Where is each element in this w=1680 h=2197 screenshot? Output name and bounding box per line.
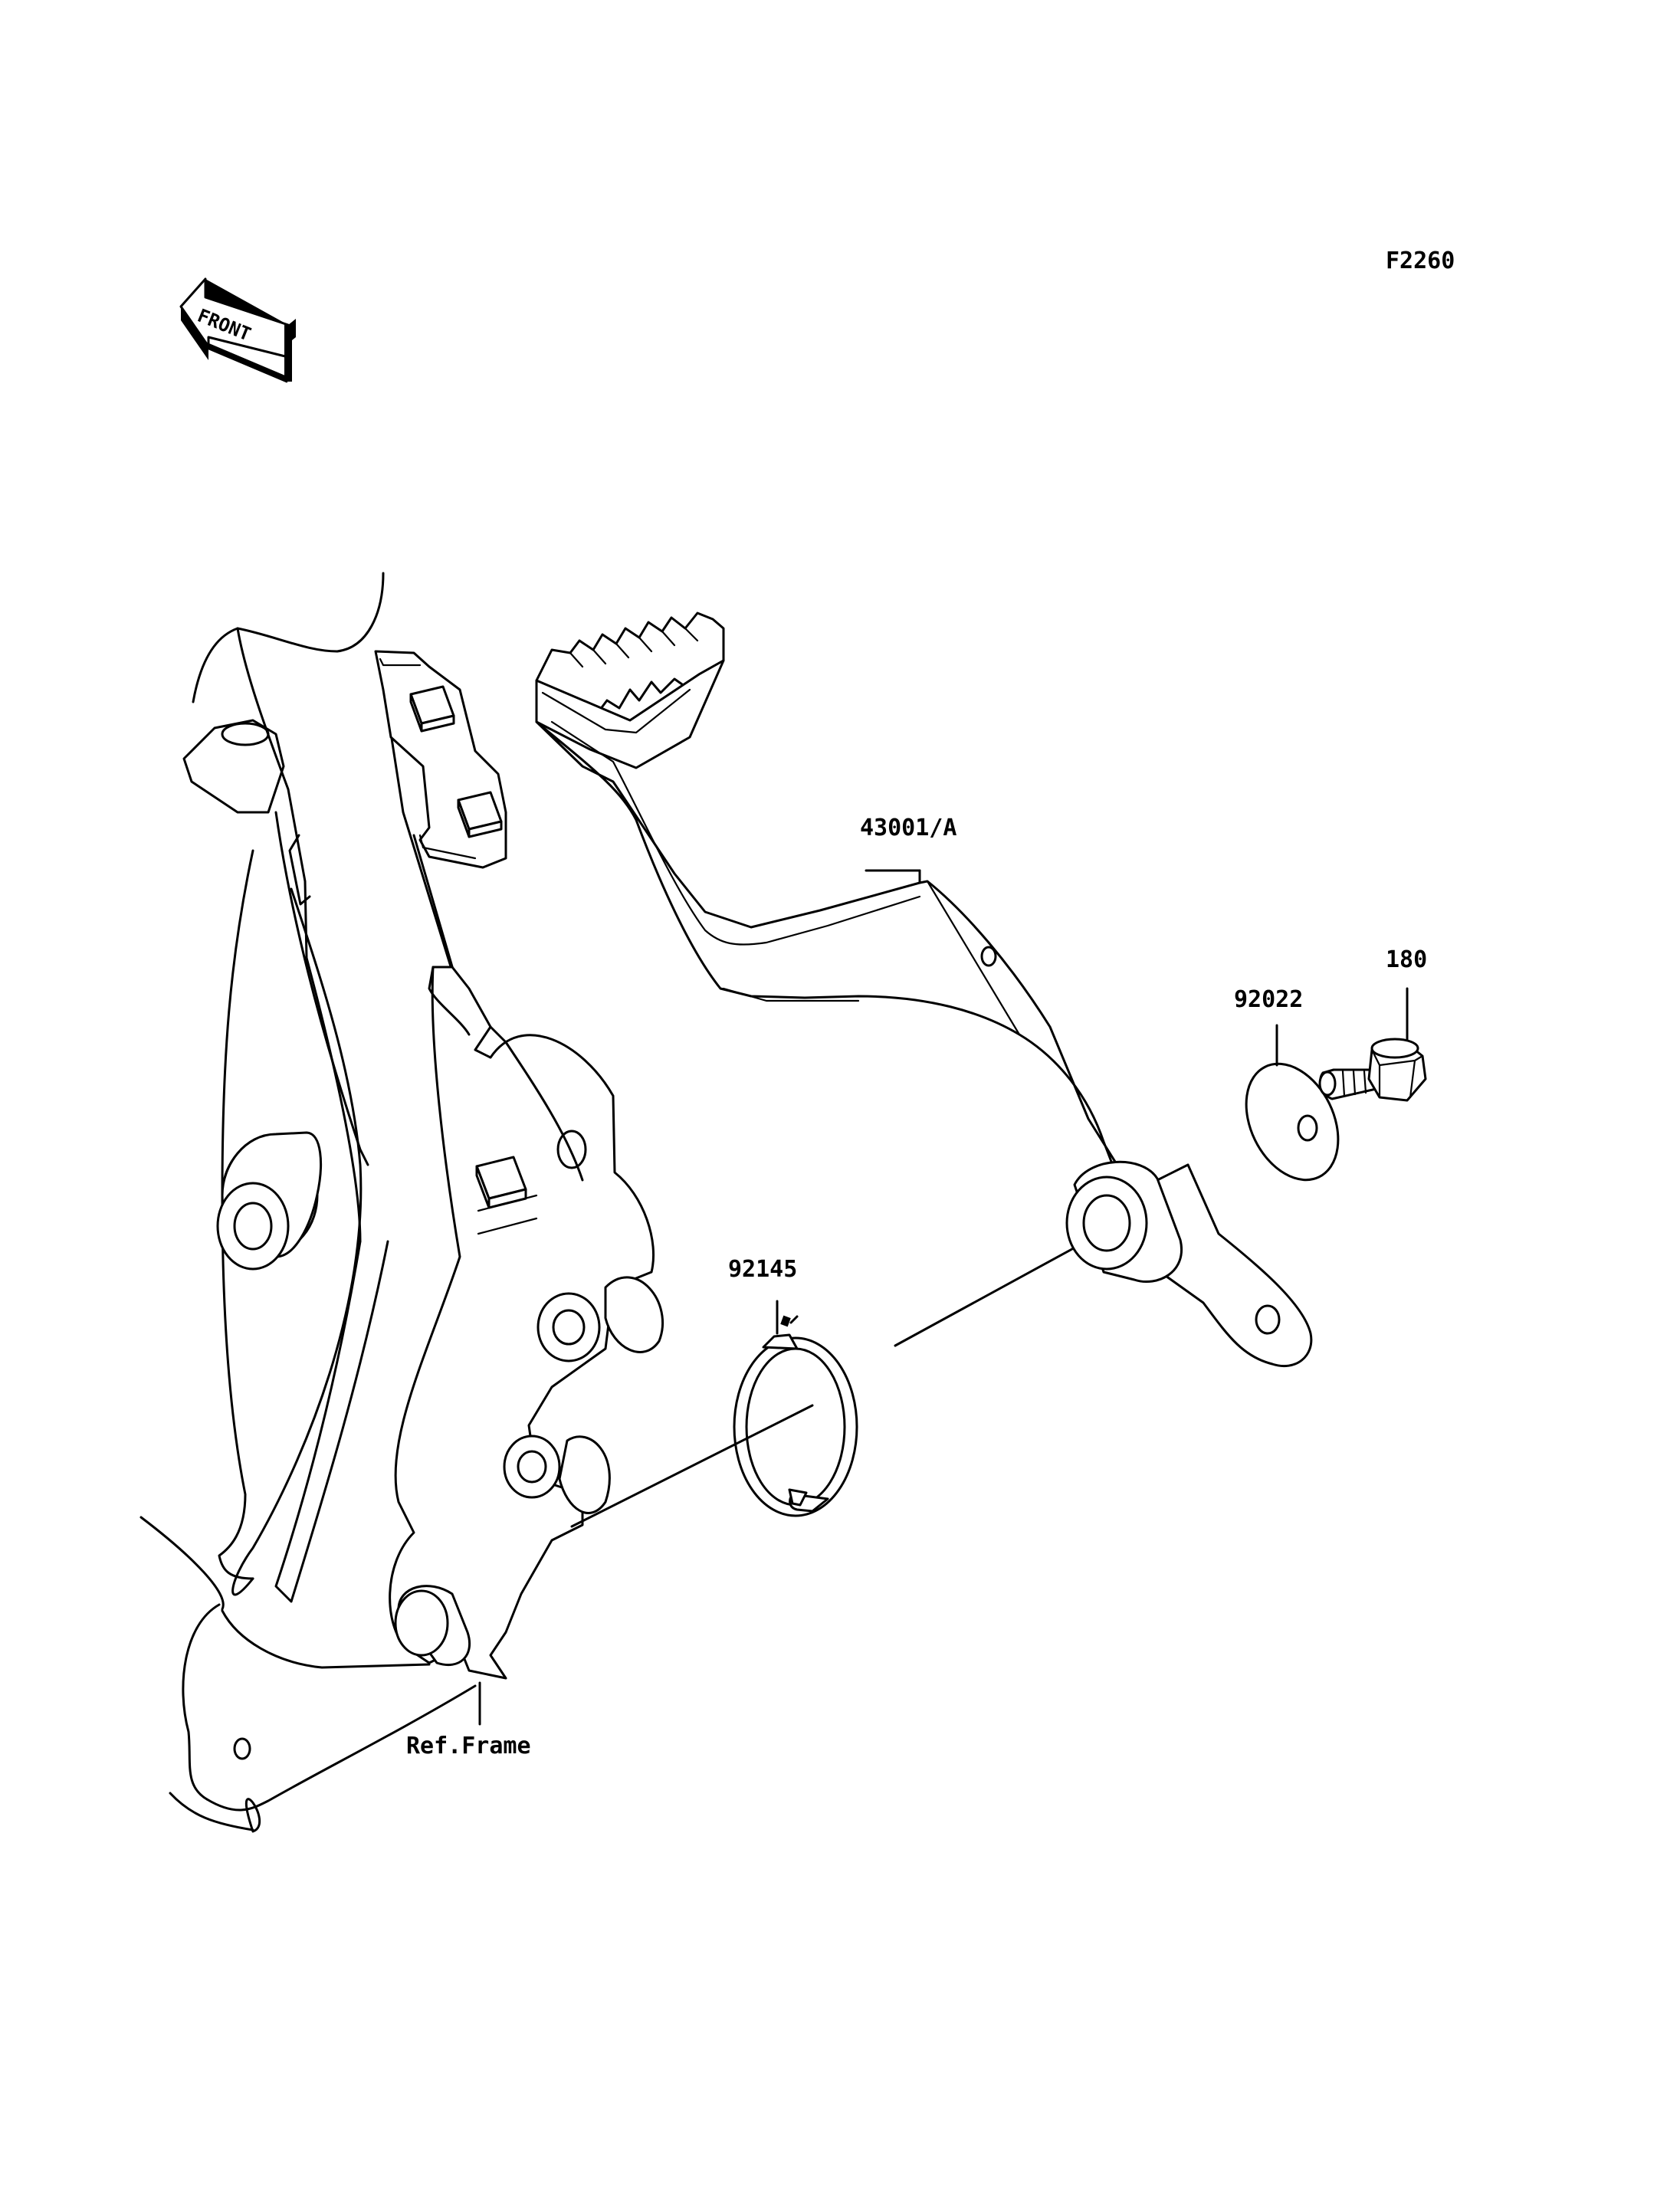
frame-nut-middle	[457, 791, 503, 838]
pedal-pivot-sleeve	[1065, 1160, 1183, 1284]
spring-alignment-line	[570, 1404, 814, 1528]
brake-pedal	[535, 612, 1313, 1368]
frame-nut-upper	[409, 685, 455, 733]
callout-bolt: 180	[1386, 946, 1427, 973]
frame-pivot-boss	[216, 1131, 323, 1271]
bracket-boss-upper	[536, 1276, 664, 1362]
pivot-bolt	[1318, 1038, 1427, 1102]
callout-washer: 92022	[1234, 986, 1303, 1013]
front-direction-arrow-icon: FRONT	[179, 277, 296, 383]
callout-pedal: 43001/A	[860, 815, 956, 841]
bracket-boss-lower	[503, 1435, 611, 1514]
bracket-nut	[475, 1156, 527, 1209]
callout-spring: 92145	[728, 1256, 797, 1283]
return-spring	[733, 1315, 858, 1517]
frame-lower-boss	[394, 1585, 471, 1667]
washer	[1245, 1062, 1340, 1182]
callout-frame: Ref.Frame	[406, 1733, 531, 1759]
frame-assembly	[139, 572, 664, 1833]
figure-code: F2260	[1386, 248, 1455, 274]
